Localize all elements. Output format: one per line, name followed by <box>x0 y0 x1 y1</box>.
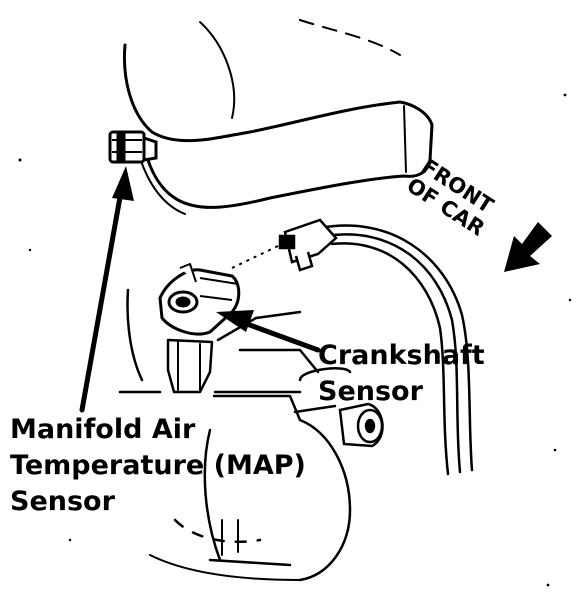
map-label-line-2: Temperature (MAP) <box>10 450 306 481</box>
map-sensor <box>108 130 158 164</box>
map-label-line-3: Sensor <box>10 486 115 517</box>
front-of-car-text: FRONT OF CAR <box>403 153 504 242</box>
wire-harness <box>318 224 474 476</box>
crankshaft-label-line-2: Sensor <box>318 376 423 407</box>
bolt-fitting <box>338 402 384 448</box>
crankshaft-pointer-arrow <box>216 310 321 353</box>
map-label-line-1: Manifold Air <box>10 414 196 445</box>
intake-manifold <box>122 19 434 215</box>
map-pointer-arrow <box>79 166 134 413</box>
connector-dashed-line <box>231 245 279 269</box>
crankshaft-sensor-label: Crankshaft Sensor <box>318 338 485 410</box>
print-speckles <box>18 18 572 587</box>
sensor-connector <box>278 218 338 272</box>
front-direction-arrow-icon <box>504 222 552 272</box>
map-sensor-label: Manifold Air Temperature (MAP) Sensor <box>10 412 306 520</box>
crankshaft-label-line-1: Crankshaft <box>318 340 485 371</box>
crankshaft-sensor <box>158 263 241 336</box>
engine-block <box>118 288 352 582</box>
